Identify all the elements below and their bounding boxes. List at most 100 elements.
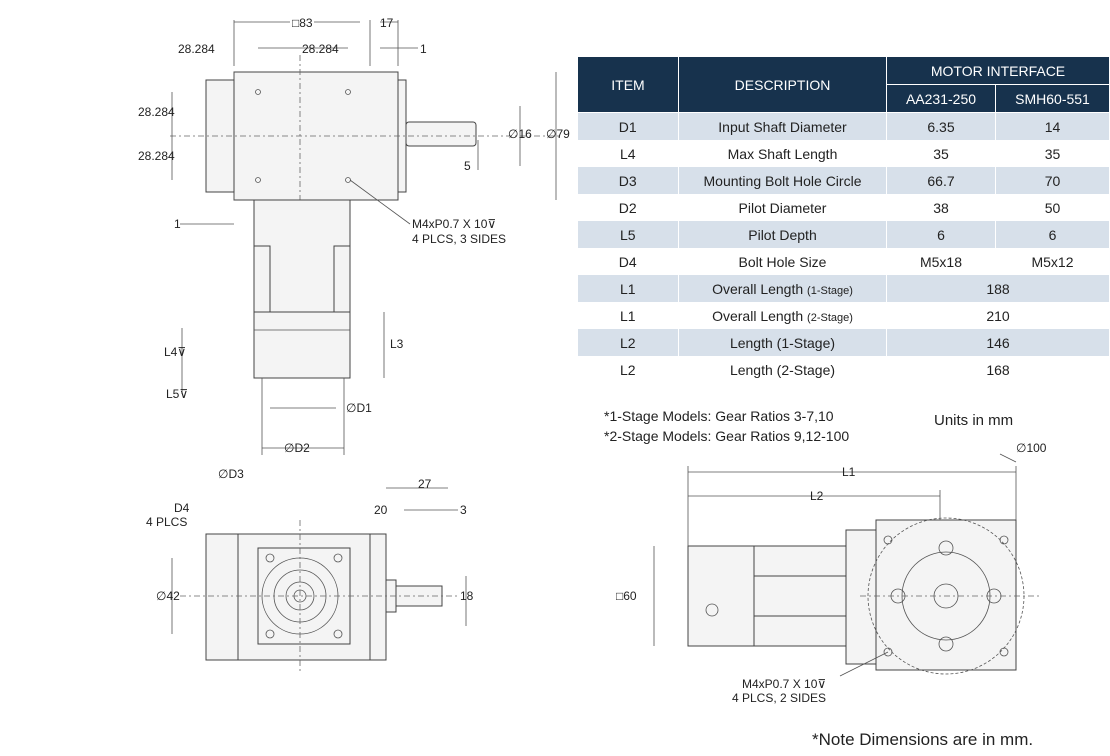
note-stage1: *1-Stage Models: Gear Ratios 3-7,10: [604, 408, 834, 424]
cell-description: Overall Length (2-Stage): [678, 302, 887, 329]
tap-top-line1: M4xP0.7 X 10⊽: [412, 217, 496, 231]
description-text: Pilot Diameter: [738, 199, 827, 216]
cell-item: D4: [577, 248, 679, 275]
cell-value-smh60-551: 35: [995, 140, 1110, 167]
cell-description: Mounting Bolt Hole Circle: [678, 167, 887, 194]
description-text: Bolt Hole Size: [738, 253, 827, 270]
dim-l3: L3: [390, 337, 404, 351]
dim-5: 5: [464, 159, 471, 173]
dim-18: 18: [460, 589, 474, 603]
dim-28-c: 28.284: [138, 105, 175, 119]
cell-value-aa231-250: 6.35: [886, 112, 996, 140]
cell-description: Pilot Diameter: [678, 194, 887, 221]
dim-phi100: ∅100: [1016, 441, 1047, 455]
header-aa231-250: AA231-250: [886, 84, 996, 113]
dim-phi-d1: ∅D1: [346, 401, 372, 415]
table-row: L2 Length (2-Stage) 168: [577, 356, 1110, 383]
dim-l1: L1: [842, 465, 856, 479]
header-motor-interface: MOTOR INTERFACE: [886, 56, 1110, 85]
description-note: (1-Stage): [807, 284, 853, 297]
note-footer: *Note Dimensions are in mm.: [812, 730, 1034, 749]
dim-phi42: ∅42: [156, 589, 180, 603]
dim-17: 17: [380, 16, 394, 30]
description-text: Input Shaft Diameter: [718, 118, 847, 135]
cell-value-aa231-250: 66.7: [886, 167, 996, 194]
cell-item: L2: [577, 329, 679, 356]
dim-l5: L5⊽: [166, 387, 188, 401]
top-view: [170, 20, 560, 455]
description-text: Pilot Depth: [748, 226, 817, 243]
dim-phi16: ∅16: [508, 127, 532, 141]
cell-item: L1: [577, 302, 679, 329]
dim-d4: D4: [174, 501, 190, 515]
tap-bot-line2: 4 PLCS, 2 SIDES: [732, 691, 826, 705]
cell-description: Bolt Hole Size: [678, 248, 887, 275]
cell-value-merged: 168: [886, 356, 1110, 383]
spec-table: ITEM DESCRIPTION MOTOR INTERFACE AA231-2…: [577, 56, 1110, 383]
dim-phi79: ∅79: [546, 127, 570, 141]
dim-3: 3: [460, 503, 467, 517]
tap-top-line2: 4 PLCS, 3 SIDES: [412, 232, 506, 246]
cell-value-smh60-551: 6: [995, 221, 1110, 248]
cell-value-smh60-551: 14: [995, 112, 1110, 140]
cell-value-merged: 146: [886, 329, 1110, 356]
header-description: DESCRIPTION: [678, 56, 887, 113]
cell-description: Input Shaft Diameter: [678, 112, 887, 140]
dim-phi-d3: ∅D3: [218, 467, 244, 481]
dim-28-a: 28.284: [178, 42, 215, 56]
cell-item: D2: [577, 194, 679, 221]
dim-28-d: 28.284: [138, 149, 175, 163]
cell-item: L2: [577, 356, 679, 383]
cell-value-aa231-250: M5x18: [886, 248, 996, 275]
cell-description: Pilot Depth: [678, 221, 887, 248]
dim-27: 27: [418, 477, 432, 491]
description-text: Mounting Bolt Hole Circle: [703, 172, 862, 189]
cell-item: D3: [577, 167, 679, 194]
cell-value-merged: 210: [886, 302, 1110, 329]
tap-bot-line1: M4xP0.7 X 10⊽: [742, 677, 826, 691]
header-smh60-551: SMH60-551: [995, 84, 1110, 113]
note-stage2: *2-Stage Models: Gear Ratios 9,12-100: [604, 428, 850, 444]
cell-item: L4: [577, 140, 679, 167]
dim-d4-plcs: 4 PLCS: [146, 515, 187, 529]
dim-1-left: 1: [174, 217, 181, 231]
cell-item: D1: [577, 112, 679, 140]
cell-value-merged: 188: [886, 275, 1110, 302]
description-text: Max Shaft Length: [727, 145, 838, 162]
cell-value-aa231-250: 6: [886, 221, 996, 248]
cell-description: Length (1-Stage): [678, 329, 887, 356]
dim-28-b: 28.284: [302, 42, 339, 56]
cell-description: Overall Length (1-Stage): [678, 275, 887, 302]
cell-item: L5: [577, 221, 679, 248]
description-text: Length (2-Stage): [729, 361, 836, 378]
dim-square83: □83: [292, 16, 313, 30]
table-row: L2 Length (1-Stage) 146: [577, 329, 1110, 356]
dim-phi-d2: ∅D2: [284, 441, 310, 455]
cell-item: L1: [577, 275, 679, 302]
description-text: Overall Length: [712, 280, 808, 297]
description-text: Length (1-Stage): [729, 334, 836, 351]
cell-value-smh60-551: 50: [995, 194, 1110, 221]
cell-description: Length (2-Stage): [678, 356, 887, 383]
dim-20: 20: [374, 503, 388, 517]
header-item: ITEM: [577, 56, 679, 113]
front-view: [171, 487, 467, 672]
dim-l2: L2: [810, 489, 824, 503]
dim-1-top: 1: [420, 42, 427, 56]
cell-description: Max Shaft Length: [678, 140, 887, 167]
note-units: Units in mm: [934, 412, 1014, 429]
cell-value-smh60-551: 70: [995, 167, 1110, 194]
description-note: (2-Stage): [807, 311, 853, 324]
description-text: Overall Length: [712, 307, 808, 324]
dim-sq60: □60: [616, 589, 637, 603]
